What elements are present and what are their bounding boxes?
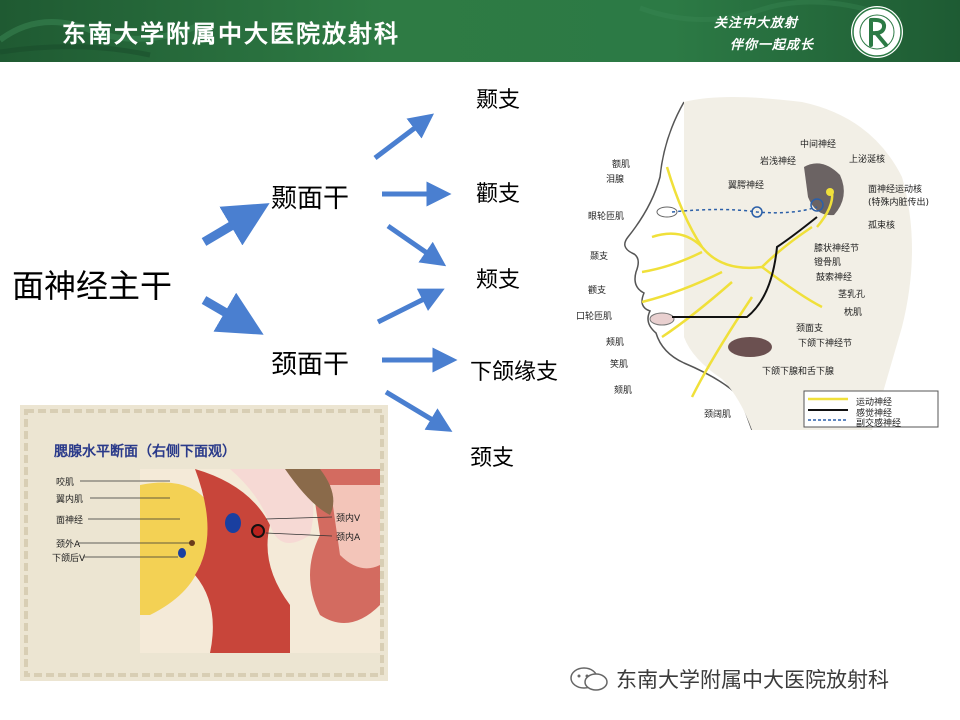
label-mentalis: 颏肌 bbox=[614, 386, 633, 396]
label-frontalis: 额肌 bbox=[612, 160, 631, 170]
label-risorius: 笑肌 bbox=[610, 360, 629, 370]
label-orbicularis-oculi: 眼轮匝肌 bbox=[588, 212, 625, 222]
page-title: 东南大学附属中大医院放射科 bbox=[62, 19, 400, 48]
label-stylomastoid-foramen: 茎乳孔 bbox=[838, 290, 866, 300]
label-medial-pterygoid: 翼内肌 bbox=[56, 495, 84, 505]
arrow-root-to-branch1 bbox=[201, 203, 270, 246]
parotid-section-illustration bbox=[20, 405, 388, 681]
watermark: 东南大学附属中大医院放射科 bbox=[566, 664, 889, 694]
label-pterygopalatine: 翼腭神经 bbox=[728, 181, 765, 191]
tree-branch-cervicofacial: 颈面干 bbox=[271, 350, 350, 380]
label-lacrimal-gland: 泪腺 bbox=[606, 175, 625, 185]
tree-branch-temporofacial: 颞面干 bbox=[271, 184, 350, 214]
tree-leaf-mandibular: 下颌缘支 bbox=[470, 360, 559, 385]
label-superior-salivatory: 上泌涎核 bbox=[849, 155, 886, 165]
label-submandibular-ganglion: 下颌下神经节 bbox=[798, 339, 853, 349]
label-buccinator: 颊肌 bbox=[606, 338, 625, 348]
label-retromandibular-vein: 下颌后V bbox=[52, 554, 86, 564]
watermark-text: 东南大学附属中大医院放射科 bbox=[616, 668, 889, 692]
label-intermediate-nerve: 中间神经 bbox=[800, 140, 837, 150]
legend-sensory: 感觉神经 bbox=[856, 409, 893, 419]
label-occipitalis: 枕肌 bbox=[844, 308, 863, 318]
label-submandibular-sublingual: 下颌下腺和舌下腺 bbox=[762, 367, 835, 377]
label-facial-nerve: 面神经 bbox=[56, 516, 84, 526]
label-internal-carotid: 颈内A bbox=[336, 533, 361, 543]
header-banner: 东南大学附属中大医院放射科 关注中大放射 伴你一起成长 bbox=[0, 0, 960, 62]
face-illustration bbox=[572, 97, 944, 431]
arrow-root-to-branch2 bbox=[201, 292, 264, 335]
section-caption: 腮腺水平断面（右侧下面观） bbox=[54, 444, 236, 460]
label-external-carotid: 颈外A bbox=[56, 540, 81, 550]
arrow-branch2-leaf3 bbox=[376, 288, 445, 325]
slogan-line1: 关注中大放射 bbox=[714, 16, 799, 31]
label-stapedius: 镫骨肌 bbox=[814, 258, 842, 268]
label-facial-motor-nucleus: 面神经运动核 bbox=[868, 185, 923, 195]
banner-texture bbox=[0, 0, 901, 58]
wechat-icon bbox=[570, 667, 608, 691]
label-special-visceral: (特殊内脏传出) bbox=[868, 198, 930, 208]
label-temporal-branch: 颞支 bbox=[590, 252, 609, 262]
label-geniculate-ganglion: 膝状神经节 bbox=[814, 244, 860, 254]
parotid-cross-section-figure: 腮腺水平断面（右侧下面观） 咬肌 翼内肌 面神经 颈外A 下颌后V 颈内V 颈内… bbox=[20, 405, 388, 681]
label-cervicofacial-branch: 颈面支 bbox=[796, 324, 824, 334]
tree-root-label: 面神经主干 bbox=[12, 267, 173, 305]
label-solitary-nucleus: 孤束核 bbox=[868, 221, 896, 231]
tree-leaf-buccal: 颊支 bbox=[476, 268, 521, 293]
tree-leaf-zygomatic: 颧支 bbox=[476, 182, 521, 207]
arrow-branch1-leaf3 bbox=[386, 223, 447, 267]
arrow-branch2-leaf5 bbox=[384, 389, 453, 432]
tree-leaf-temporal: 颞支 bbox=[476, 88, 521, 113]
hospital-logo bbox=[851, 6, 903, 58]
label-masseter: 咬肌 bbox=[56, 478, 75, 488]
slogan-line2: 伴你一起成长 bbox=[730, 38, 815, 53]
legend-motor: 运动神经 bbox=[856, 398, 893, 408]
facial-nerve-anatomy-figure: 额肌 泪腺 眼轮匝肌 颞支 颧支 口轮匝肌 颊肌 笑肌 颏肌 颈阔肌 中间神经 … bbox=[572, 97, 944, 431]
label-internal-jugular: 颈内V bbox=[336, 514, 361, 524]
label-chorda-tympani: 鼓索神经 bbox=[816, 273, 853, 283]
label-platysma: 颈阔肌 bbox=[704, 410, 732, 420]
label-orbicularis-oris: 口轮匝肌 bbox=[576, 312, 613, 322]
tree-leaf-cervical: 颈支 bbox=[470, 446, 515, 471]
legend-parasympathetic: 副交感神经 bbox=[856, 419, 902, 429]
arrow-branch1-leaf1 bbox=[373, 113, 434, 160]
label-greater-petrosal: 岩浅神经 bbox=[760, 157, 797, 167]
label-zygomatic-branch: 颧支 bbox=[588, 286, 607, 296]
